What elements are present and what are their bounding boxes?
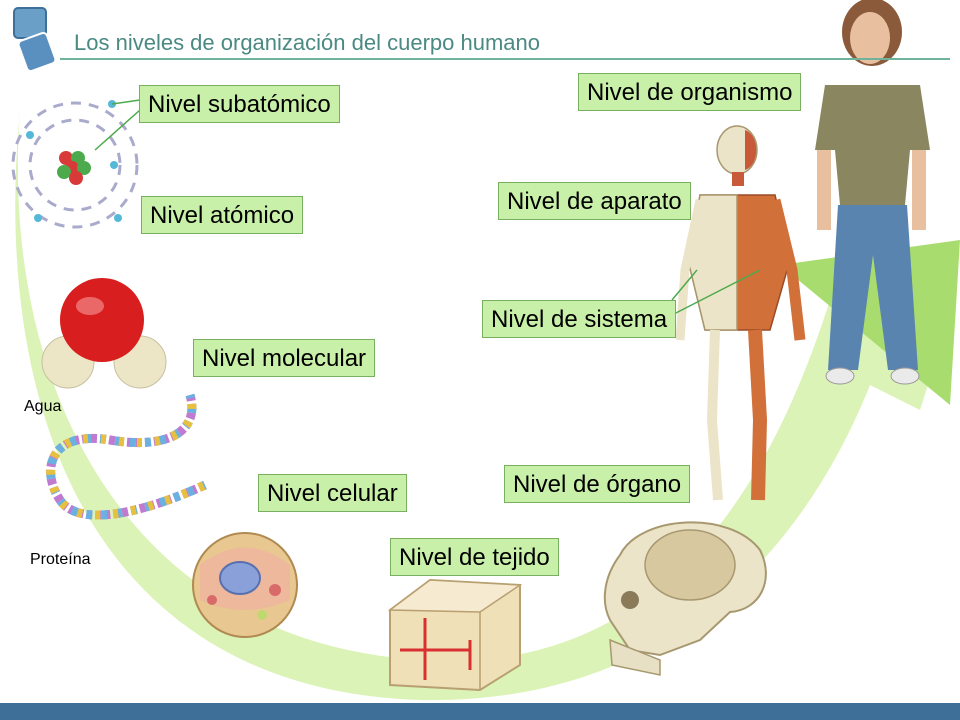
skull-icon	[603, 521, 767, 676]
label-nivel-sistema: Nivel de sistema	[482, 300, 677, 338]
slide-title: Los niveles de organización del cuerpo h…	[74, 30, 540, 55]
title-underline	[60, 58, 950, 60]
label-nivel-molecular: Nivel molecular	[193, 339, 376, 377]
slide-logo-icon	[13, 7, 57, 73]
label-nivel-organo: Nivel de órgano	[504, 465, 691, 503]
water-molecule-icon	[41, 278, 167, 389]
sistema-leader-line	[671, 269, 698, 301]
cell-icon	[192, 532, 298, 638]
skeleton-muscle-icon	[675, 125, 806, 501]
tissue-block-icon	[387, 578, 523, 692]
label-nivel-tejido: Nivel de tejido	[390, 538, 559, 576]
caption-agua: Agua	[24, 398, 62, 415]
person-icon	[815, 0, 930, 385]
atom-icon	[11, 99, 141, 229]
caption-proteina: Proteína	[30, 551, 91, 568]
label-nivel-organismo: Nivel de organismo	[578, 73, 802, 111]
label-nivel-atomico: Nivel atómico	[141, 196, 304, 234]
protein-chain-icon	[46, 393, 207, 520]
label-nivel-celular: Nivel celular	[258, 474, 407, 512]
footer-bar	[0, 703, 960, 720]
sistema-leader-line-2	[671, 269, 761, 316]
label-nivel-aparato: Nivel de aparato	[498, 182, 691, 220]
label-nivel-subatomico: Nivel subatómico	[139, 85, 340, 123]
